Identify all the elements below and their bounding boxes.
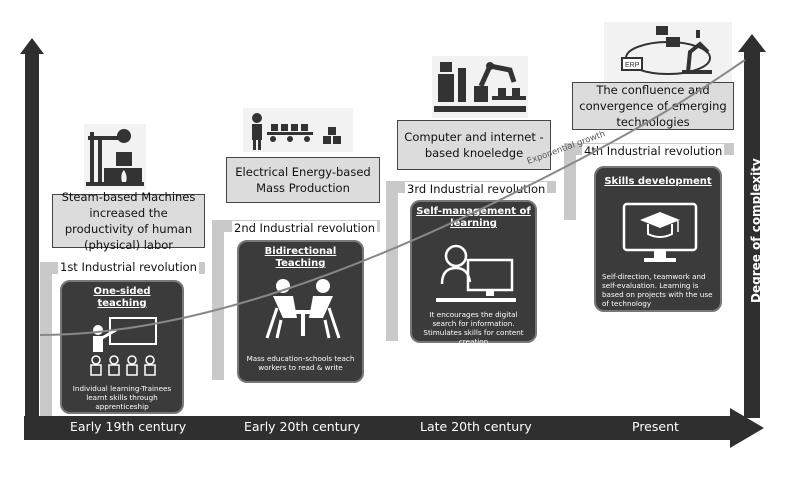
card-1-title: One-sided teaching xyxy=(93,286,151,309)
callout-computer: Computer and internet - based knoeledge xyxy=(397,120,551,170)
step-1-riser xyxy=(40,262,52,418)
industrial-robot-icon xyxy=(432,56,528,118)
card-self-management: Self-management of learning It encourage… xyxy=(410,200,537,346)
x-label-early-19th: Early 19th century xyxy=(70,419,187,434)
card-one-sided-teaching: One-sided teaching Individual learning-T… xyxy=(60,280,184,414)
right-axis-arrow xyxy=(738,34,766,418)
card-2-title: Bidirectional Teaching xyxy=(264,246,337,269)
step-2-riser xyxy=(212,220,224,380)
erp-text: ERP xyxy=(625,62,640,69)
mass-production-icon xyxy=(243,108,353,152)
card-3-desc: It encourages the digital search for inf… xyxy=(423,310,524,346)
steam-machine-icon xyxy=(84,124,146,190)
callout-emerging: The confluence and convergence of emergi… xyxy=(572,82,734,130)
card-skills-development: Skills development Self-direction, teamw… xyxy=(594,166,722,312)
revolution-2-label: 2nd Industrial revolution xyxy=(232,221,378,235)
card-4-title: Skills development xyxy=(604,176,712,187)
revolution-1-label: 1st Industrial revolution xyxy=(58,260,199,274)
person-computer-icon xyxy=(436,244,516,302)
left-axis-arrow xyxy=(20,38,44,440)
x-axis-arrow xyxy=(24,408,764,448)
card-2-desc: Mass education-schools teach workers to … xyxy=(246,354,355,372)
discussion-people-icon xyxy=(265,279,341,339)
card-3-title: Self-management of learning xyxy=(416,206,531,229)
card-1-desc: Individual learning-Trainees learnt skil… xyxy=(72,384,172,411)
callout-electrical: Electrical Energy-based Mass Production xyxy=(226,157,380,203)
connected-technologies-icon: ERP xyxy=(604,22,732,82)
callout-steam: Steam-based Machines increased the produ… xyxy=(52,190,205,252)
card-bidirectional-teaching: Bidirectional Teaching Mass education-sc… xyxy=(237,240,364,383)
step-3-riser xyxy=(386,181,398,341)
x-label-present: Present xyxy=(632,419,679,434)
revolution-4-label: 4th Industrial revolution xyxy=(582,144,725,158)
online-graduation-icon xyxy=(622,202,698,262)
card-4-desc: Self-direction, teamwork and self-evalua… xyxy=(602,272,713,308)
x-label-late-20th: Late 20th century xyxy=(420,419,532,434)
x-label-early-20th: Early 20th century xyxy=(244,419,361,434)
revolution-3-label: 3rd Industrial revolution xyxy=(405,182,548,196)
